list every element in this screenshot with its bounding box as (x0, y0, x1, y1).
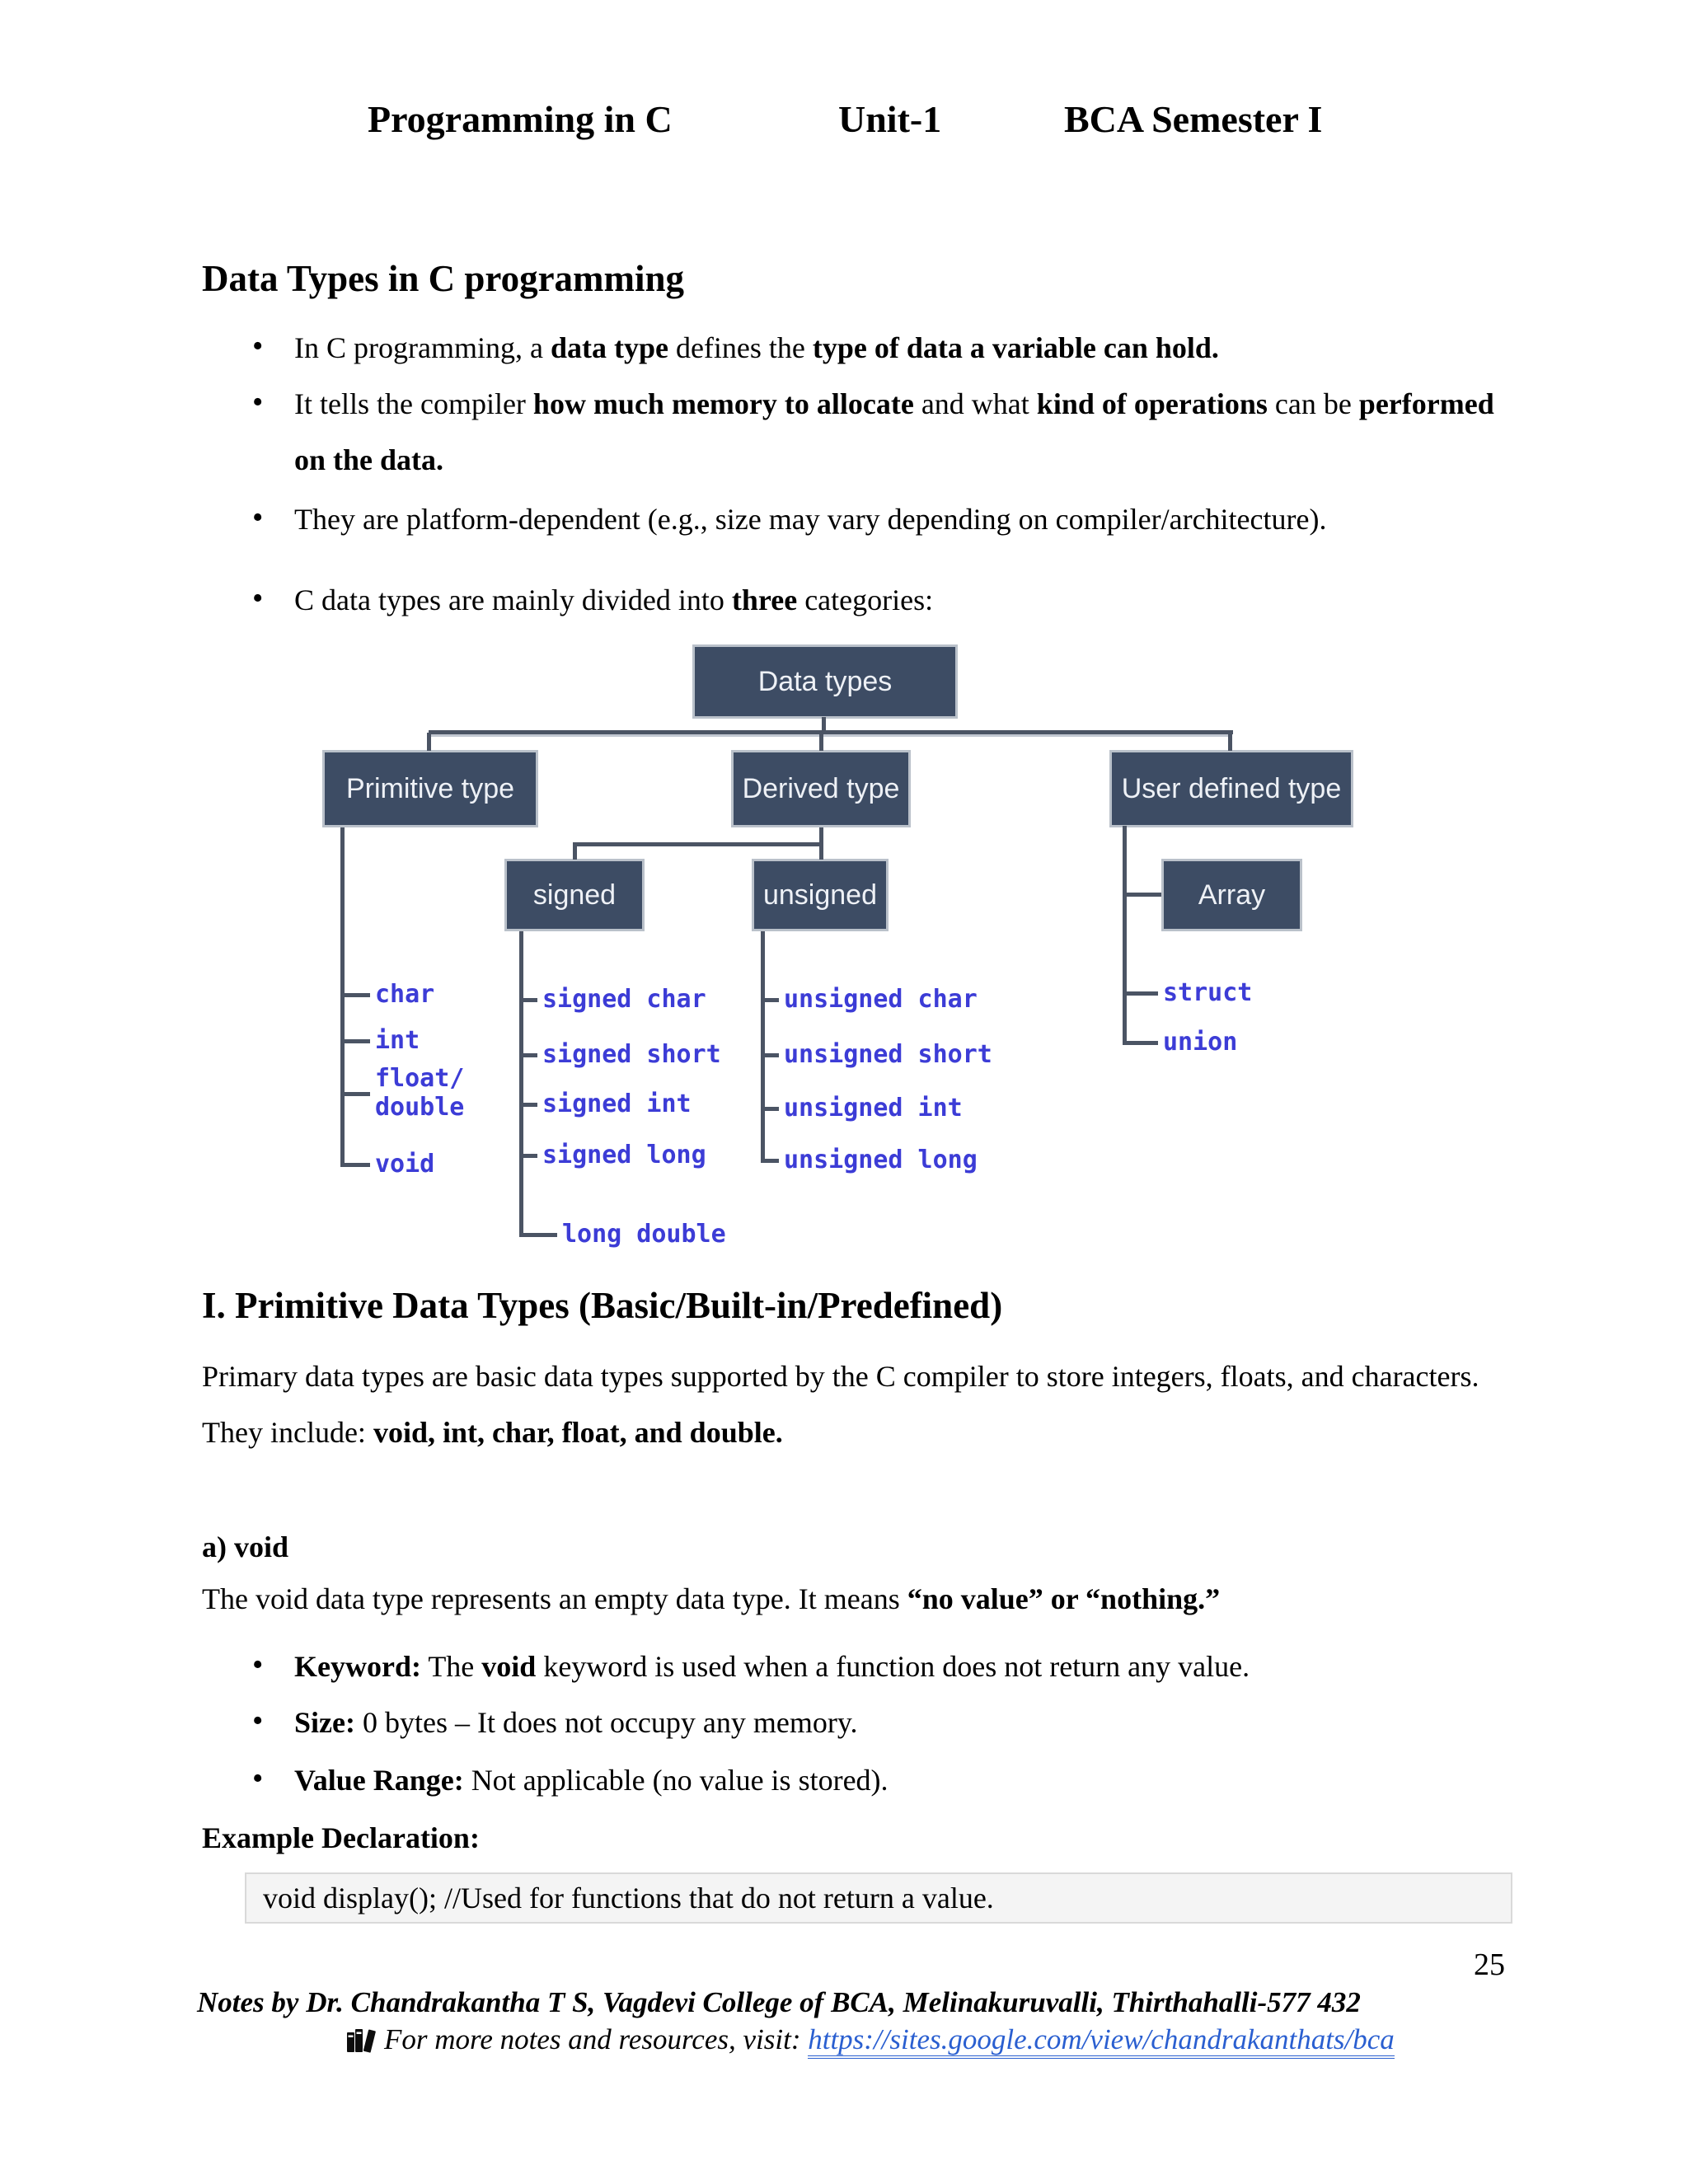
primitive-intro-paragraph: Primary data types are basic data types … (202, 1360, 1479, 1449)
tree-connector (819, 827, 823, 844)
tree-tick (1123, 1041, 1158, 1045)
bullet-dot: • (252, 385, 264, 419)
tree-connector (1228, 733, 1232, 751)
void-subheading: a) void (202, 1530, 289, 1563)
tree-tick (761, 1053, 779, 1057)
tree-leaf-signed-char: signed char (542, 985, 706, 1014)
tree-tick (340, 1163, 370, 1167)
code-snippet-text: void display(); //Used for functions tha… (263, 1882, 994, 1915)
bullet-text: Size: 0 bytes – It does not occupy any m… (294, 1706, 858, 1739)
tree-leaf-unsigned-long: unsigned long (784, 1146, 978, 1174)
tree-tick (761, 1159, 779, 1163)
bullet-dot: • (252, 581, 264, 616)
footer-resources-link[interactable]: https://sites.google.com/view/chandrakan… (808, 2023, 1395, 2059)
bullet-text: Value Range: Not applicable (no value is… (294, 1764, 889, 1797)
tree-box-user-defined: User defined type (1109, 750, 1353, 827)
bullet-item: • Value Range: Not applicable (no value … (247, 1752, 1531, 1808)
tree-tick (519, 998, 537, 1002)
tree-leaf-struct: struct (1163, 978, 1253, 1007)
tree-stem-unsigned (761, 931, 765, 1163)
tree-leaf-char: char (375, 980, 435, 1009)
tree-tick (761, 998, 779, 1002)
bullet-dot: • (252, 1704, 264, 1738)
bullet-item: • In C programming, a data type defines … (247, 320, 1531, 376)
tree-connector (429, 730, 1233, 734)
footer-resources-line: For more notes and resources, visit: htt… (346, 2023, 1395, 2059)
tree-box-array: Array (1161, 859, 1302, 931)
bullet-item: • It tells the compiler how much memory … (247, 376, 1531, 488)
tree-box-unsigned: unsigned (752, 859, 889, 931)
tree-tick (519, 1053, 537, 1057)
books-icon (347, 2029, 376, 2053)
tree-leaf-signed-int: signed int (542, 1090, 692, 1118)
bullet-item: • Size: 0 bytes – It does not occupy any… (247, 1694, 1531, 1750)
bullet-text: C data types are mainly divided into thr… (294, 583, 934, 616)
footer-resources-text: For more notes and resources, visit: (384, 2023, 809, 2055)
tree-stem-signed (519, 931, 523, 1237)
bullet-dot: • (252, 1647, 264, 1682)
tree-leaf-unsigned-short: unsigned short (784, 1040, 992, 1069)
tree-connector (819, 733, 823, 751)
tree-box-primitive: Primitive type (322, 750, 538, 827)
bullet-dot: • (252, 329, 264, 363)
section-heading-data-types: Data Types in C programming (202, 258, 685, 299)
bullet-text: In C programming, a data type defines th… (294, 331, 1219, 364)
bullet-item: • They are platform-dependent (e.g., siz… (247, 491, 1531, 547)
tree-leaf-signed-short: signed short (542, 1040, 721, 1069)
bullet-text: It tells the compiler how much memory to… (294, 387, 1494, 476)
tree-stem-primitive (340, 827, 345, 1167)
bullet-item: • C data types are mainly divided into t… (247, 572, 1531, 628)
bullet-item: • Keyword: The void keyword is used when… (247, 1638, 1531, 1694)
tree-connector (573, 842, 823, 846)
header-course: Programming in C (368, 98, 673, 140)
tree-leaf-signed-long: signed long (542, 1141, 706, 1169)
tree-leaf-unsigned-int: unsigned int (784, 1094, 963, 1122)
header-unit: Unit-1 (838, 98, 942, 140)
tree-leaf-void: void (375, 1150, 435, 1179)
code-snippet-box: void display(); //Used for functions tha… (245, 1872, 1512, 1924)
bullet-text: Keyword: The void keyword is used when a… (294, 1650, 1250, 1683)
tree-tick (519, 1103, 537, 1107)
tree-tick (761, 1107, 779, 1111)
tree-stem-user-defined (1123, 826, 1127, 1045)
tree-connector (427, 733, 431, 751)
tree-box-signed: signed (504, 859, 645, 931)
tree-leaf-float-double: float/ double (375, 1064, 465, 1122)
header-semester: BCA Semester I (1064, 98, 1323, 140)
tree-leaf-int: int (375, 1026, 420, 1055)
tree-leaf-union: union (1163, 1028, 1238, 1057)
tree-tick (1123, 991, 1158, 996)
tree-connector (822, 717, 826, 732)
tree-tick (1123, 893, 1161, 897)
tree-tick (340, 993, 370, 997)
tree-box-root: Data types (692, 644, 958, 719)
section-heading-primitive: I. Primitive Data Types (Basic/Built-in/… (202, 1285, 1003, 1326)
tree-connector (819, 845, 823, 860)
tree-tick (519, 1154, 537, 1158)
example-declaration-label: Example Declaration: (202, 1821, 480, 1854)
tree-leaf-unsigned-char: unsigned char (784, 985, 978, 1014)
tree-tick (340, 1039, 370, 1043)
tree-tick (340, 1092, 370, 1096)
tree-leaf-long-double: long double (562, 1220, 726, 1249)
bullet-dot: • (252, 1761, 264, 1796)
void-intro-paragraph: The void data type represents an empty d… (202, 1582, 1221, 1615)
bullet-text: They are platform-dependent (e.g., size … (294, 503, 1327, 536)
footer-credit: Notes by Dr. Chandrakantha T S, Vagdevi … (197, 1986, 1361, 2018)
page-header: Programming in C Unit-1 BCA Semester I (0, 97, 1688, 147)
tree-box-derived: Derived type (731, 750, 911, 827)
page-number: 25 (1474, 1947, 1505, 1982)
bullet-dot: • (252, 500, 264, 535)
tree-connector (573, 845, 577, 860)
tree-tick (519, 1233, 557, 1237)
